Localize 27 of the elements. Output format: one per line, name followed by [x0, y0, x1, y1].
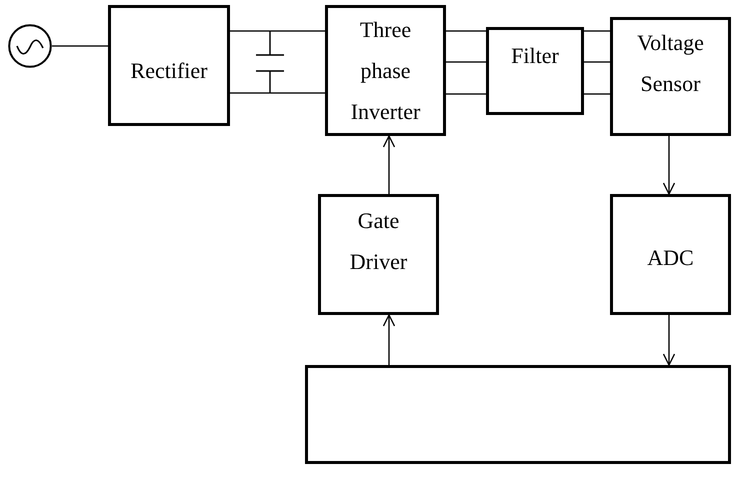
connector-line	[584, 93, 610, 95]
process-block	[305, 365, 731, 464]
connector-line	[230, 92, 325, 94]
process-block	[318, 194, 439, 315]
connector-line	[52, 45, 108, 47]
block-label: Three phase Inverter	[350, 16, 422, 126]
arrow	[382, 135, 396, 194]
block-label: ADC	[647, 244, 694, 272]
connector-line	[446, 61, 486, 63]
block-label: Filter	[511, 42, 559, 70]
process-block	[108, 5, 230, 126]
process-block	[610, 17, 731, 136]
connector-line	[446, 93, 486, 95]
arrow	[662, 315, 676, 366]
block-label: Gate Driver	[348, 207, 408, 276]
process-block	[610, 194, 731, 315]
process-block	[486, 27, 584, 115]
connector-line	[584, 30, 610, 32]
arrow	[662, 136, 676, 195]
block-label: Rectifier	[130, 57, 208, 85]
ac-source-circle	[8, 24, 52, 68]
connector-line	[446, 30, 486, 32]
arrow	[382, 314, 396, 365]
process-block	[325, 5, 446, 136]
connector-line	[230, 30, 325, 32]
connector-line	[584, 61, 610, 63]
block-label: Voltage Sensor	[636, 29, 705, 98]
